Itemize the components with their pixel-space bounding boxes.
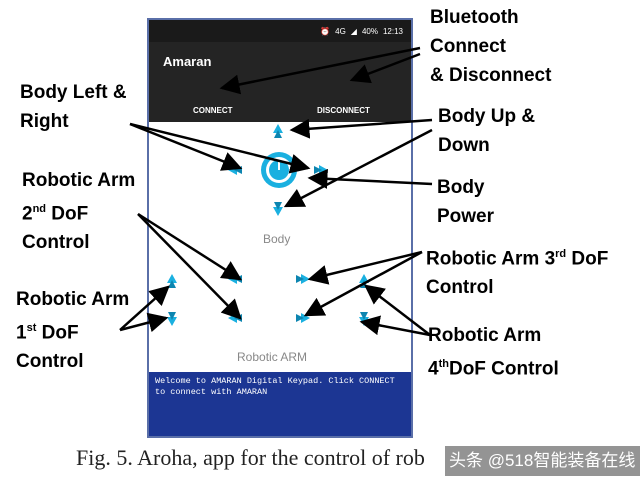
annotation-line: Control [426,277,494,299]
annotation-line: Bluetooth [430,7,519,28]
signal-icon: ◢ [350,26,357,36]
annotation-line: Power [437,206,495,227]
annotation-body-up-down: Body Up & Down [438,102,535,160]
annotation-arrows [119,46,433,337]
annotation-line: Down [438,135,490,156]
status-bar: ⏰ 4G ◢ 40% 12:13 [149,20,411,42]
time-label: 12:13 [382,26,403,36]
figure-caption: Fig. 5. Aroha, app for the control of ro… [76,445,425,470]
alarm-icon: ⏰ [320,26,331,36]
annotation-dof: DoF Control [448,358,559,380]
watermark: 头条 @518智能装备在线 [445,446,640,476]
annotation-line: Robotic Arm 3rd DoF [426,240,608,273]
annotation-arm3: Robotic Arm 3rd DoF Control [426,240,608,302]
annotation-arm2: Robotic Arm 2nd DoF Control [22,166,135,257]
annotation-line: Robotic Arm [16,289,130,310]
arm-label: Robotic ARM [237,350,308,364]
annotation-line: Control [22,232,90,254]
body-right-button[interactable] [314,165,328,175]
annotation-line: Robotic Arm [428,325,542,346]
signal-label: 4G [335,26,346,36]
annotation-line: Body [437,177,485,198]
annotation-num: 1 [16,322,27,344]
annotation-body-power: Body Power [437,173,494,231]
annotation-line: Connect [430,36,506,57]
annotation-dof: DoF [46,203,89,225]
body-up-button[interactable] [273,124,283,138]
body-down-button[interactable] [273,202,283,216]
connect-button[interactable]: CONNECT [193,106,233,115]
arm1-down-button[interactable] [167,312,177,326]
annotation-prefix: Robotic Arm 3 [426,248,556,270]
arm1-up-button[interactable] [167,274,177,288]
annotation-line: Right [20,111,69,132]
annotation-line: 2nd DoF [22,195,135,228]
annotation-sup: rd [555,248,567,260]
body-label: Body [263,232,291,246]
annotation-line: Body Up & [438,106,536,127]
annotation-line: Robotic Arm [22,170,136,191]
annotation-bluetooth: Bluetooth Connect & Disconnect [430,3,551,90]
annotation-line: 4thDoF Control [428,350,559,383]
app-title: Amaran [163,54,212,69]
annotation-body-left-right: Body Left & Right [20,78,127,136]
annotation-line: Body Left & [20,82,127,103]
annotation-arm4: Robotic Arm 4thDoF Control [428,321,559,383]
annotation-line: Control [16,351,84,373]
annotation-num: 2 [22,203,33,225]
annotation-sup: th [438,358,449,370]
arm3-down-button[interactable] [296,313,310,323]
annotation-sup: st [26,322,37,334]
annotation-sup: nd [32,203,47,215]
annotation-dof: DoF [36,322,79,344]
battery-label: 40% [361,26,378,36]
arm3-up-button[interactable] [296,274,310,284]
annotation-line: 1st DoF [16,314,129,347]
annotation-line: & Disconnect [430,65,552,86]
annotation-suffix: DoF [566,248,609,270]
disconnect-button[interactable]: DISCONNECT [317,106,370,115]
annotation-arm1: Robotic Arm 1st DoF Control [16,285,129,376]
console-output: Welcome to AMARAN Digital Keypad. Click … [149,372,411,436]
annotation-num: 4 [428,358,439,380]
